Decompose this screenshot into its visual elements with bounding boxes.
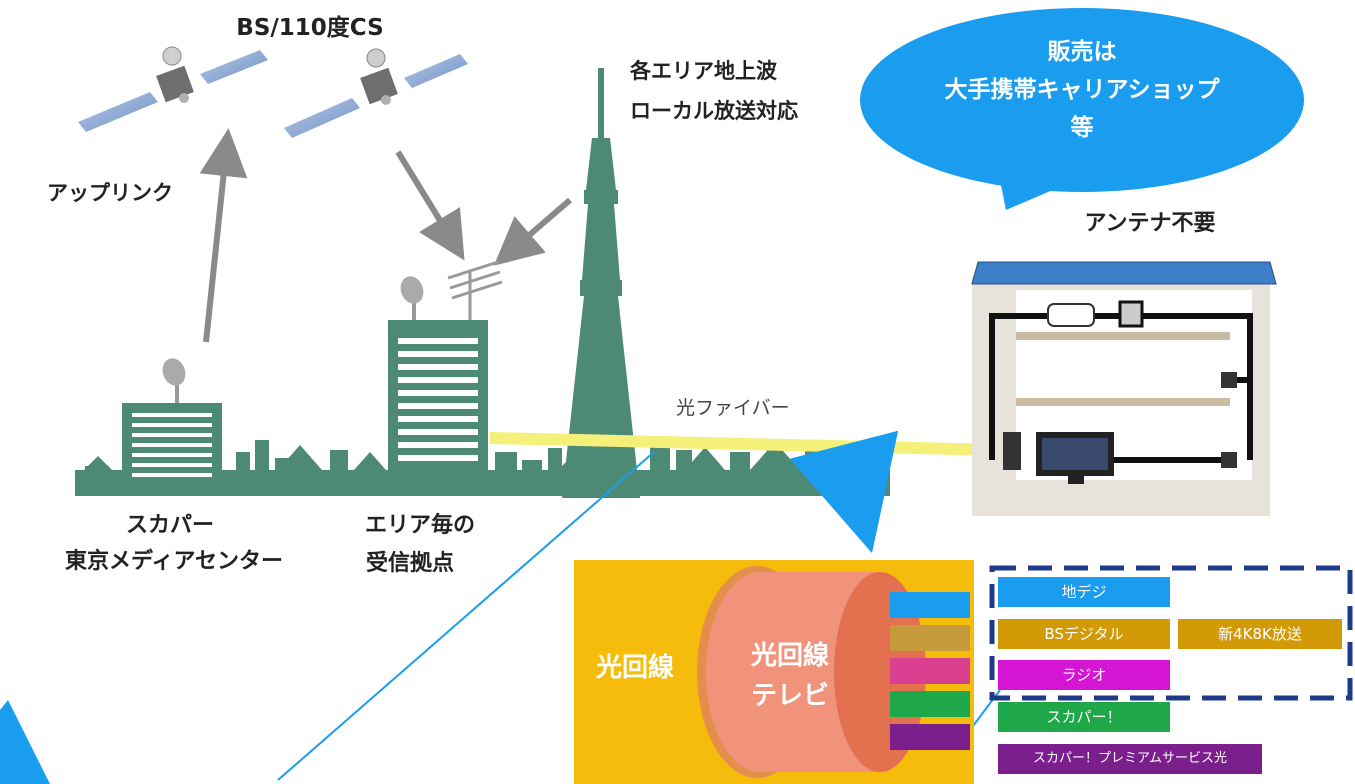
broadcast-tower (562, 68, 640, 498)
house-diagram (971, 261, 1277, 516)
terrestrial-arrow (493, 197, 572, 266)
terrestrial-label-line1: 各エリア地上波 (630, 59, 777, 83)
broadcast-group-box (989, 565, 1353, 701)
fiber-label: 光ファイバー (676, 397, 790, 419)
media-center-label-line1: スカパー (125, 513, 214, 538)
hub-label-line1: エリア毎の (364, 513, 475, 538)
satellite-right (284, 48, 468, 138)
cable-inner-label-line2: テレビ (750, 681, 829, 711)
no-antenna-label: アンテナ不要 (1084, 211, 1216, 236)
terrestrial-label-line2: ローカル放送対応 (630, 99, 798, 123)
cable-outer-label: 光回線 (595, 653, 674, 683)
area-hub-building (388, 260, 503, 495)
uplink-label: アップリンク (47, 181, 173, 205)
sales-bubble-line2: 大手携帯キャリアショップ (944, 77, 1220, 103)
speech-bubble (860, 8, 1304, 210)
sales-bubble-line1: 販売は (1047, 39, 1117, 65)
zoom-line-left (277, 451, 655, 781)
satellite-left (78, 46, 268, 132)
hub-label-line2: 受信拠点 (365, 551, 454, 576)
cable-zoom-arrow (789, 430, 899, 554)
satellite-downlink-arrow (395, 150, 465, 261)
service-4k8k: 新4K8K放送 (1178, 619, 1342, 649)
service-skyperfect: スカパー！ (998, 702, 1170, 732)
service-skyperfect-premium: スカパー！プレミアムサービス光 (998, 744, 1262, 774)
service-chideji: 地デジ (998, 577, 1170, 607)
media-center-label-line2: 東京メディアセンター (64, 549, 284, 574)
uplink-arrow (199, 128, 248, 343)
satellite-label: BS/110度CS (236, 15, 384, 41)
media-center-building (122, 358, 222, 493)
service-radio: ラジオ (998, 660, 1170, 690)
corner-accent (0, 700, 50, 784)
cable-inner-label-line1: 光回線 (750, 641, 829, 671)
sales-bubble-line3: 等 (1070, 115, 1094, 141)
fiber-cable-illustration (574, 560, 974, 784)
service-bs-digital: BSデジタル (998, 619, 1170, 649)
